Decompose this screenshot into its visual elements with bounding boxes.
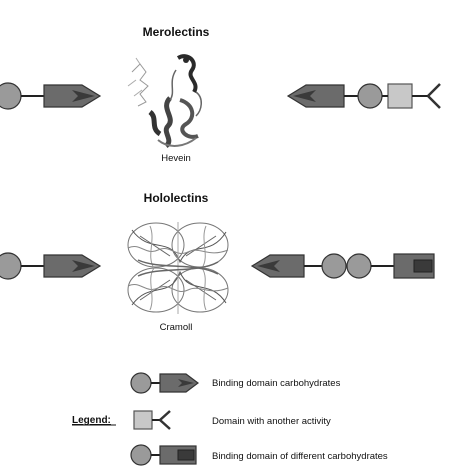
arrow-mark	[293, 90, 316, 102]
carbohydrate-binding-domain	[346, 253, 372, 279]
hololectin-right-construct	[250, 253, 435, 279]
merolectins-title: Merolectins	[143, 25, 210, 39]
hevein-structure-image	[127, 54, 202, 148]
legend: Binding domain carbohydrates Legend: Dom…	[72, 372, 388, 466]
legend-pentagon-icon	[159, 373, 199, 393]
receptor-y-icon	[427, 83, 441, 109]
carbohydrate-binding-domain	[0, 82, 22, 110]
merolectin-left-construct	[0, 82, 102, 110]
carbohydrate-binding-domain	[357, 83, 383, 109]
merolectin-right-construct	[286, 83, 441, 109]
legend-text-2: Domain with another activity	[212, 416, 331, 427]
legend-square-icon	[133, 410, 153, 430]
carbohydrate-binding-domain	[0, 252, 22, 280]
legend-item-binding-domain: Binding domain carbohydrates	[130, 372, 341, 394]
hololectin-left-construct	[0, 252, 102, 280]
legend-text-3: Binding domain of different carbohydrate…	[212, 451, 388, 462]
legend-circle-icon	[130, 372, 152, 394]
cramoll-caption: Cramoll	[160, 322, 193, 333]
legend-item-activity-domain: Domain with another activity	[133, 410, 331, 430]
arrow-mark	[72, 90, 95, 102]
cramoll-structure-image	[127, 222, 229, 314]
activity-domain-square	[387, 83, 413, 109]
binding-domain-pentagon	[43, 254, 102, 278]
legend-text-1: Binding domain carbohydrates	[212, 378, 341, 389]
hevein-caption: Hevein	[161, 153, 191, 164]
inner-binding-pocket	[413, 259, 433, 273]
legend-item-different-binding: Binding domain of different carbohydrate…	[130, 444, 388, 466]
hololectins-title: Hololectins	[144, 191, 209, 205]
arrow-mark	[72, 260, 95, 272]
arrow-mark	[257, 260, 280, 272]
binding-domain-pentagon	[43, 84, 102, 108]
legend-receptor-y-icon	[159, 410, 171, 430]
legend-circle-icon	[130, 444, 152, 466]
carbohydrate-binding-domain	[321, 253, 347, 279]
legend-heading: Legend:	[72, 415, 111, 426]
